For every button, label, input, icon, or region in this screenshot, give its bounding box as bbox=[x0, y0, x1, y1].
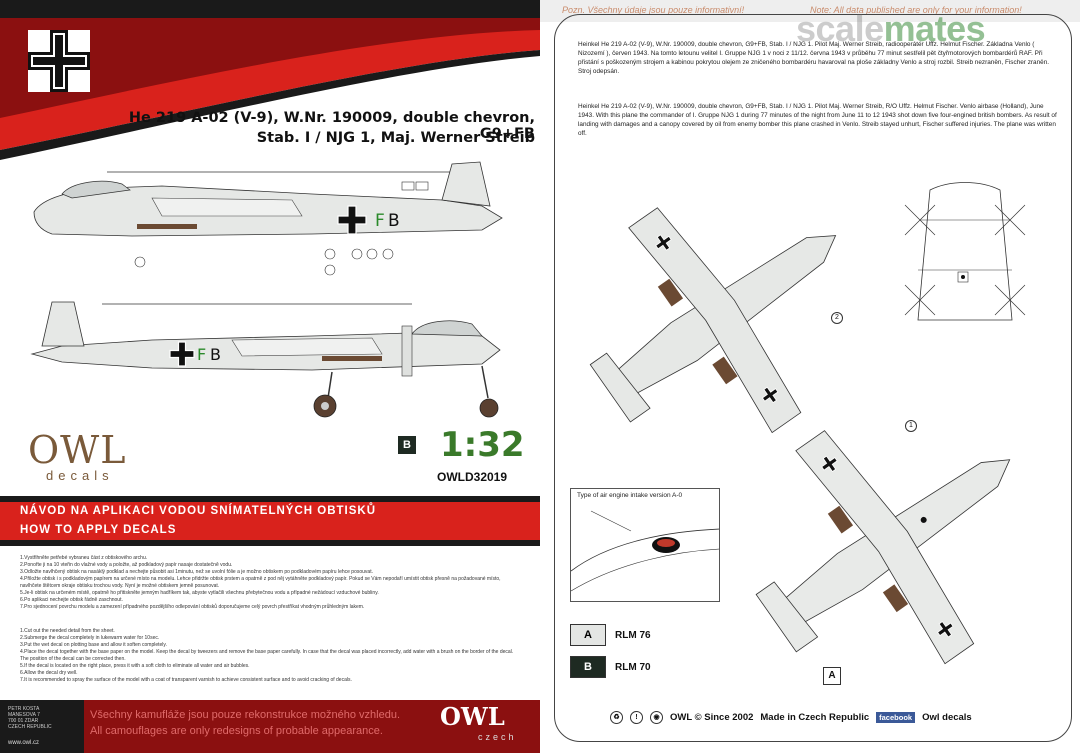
right-footer: ♻ ! ◉ OWL © Since 2002 Made in Czech Rep… bbox=[610, 711, 1050, 724]
legend-row-b: B RLM 70 bbox=[570, 656, 651, 678]
swatch-b: B bbox=[570, 656, 606, 678]
instructions-title-en: HOW TO APPLY DECALS bbox=[20, 524, 177, 536]
balkenkreuz-icon bbox=[28, 30, 90, 92]
footer-fb-name: Owl decals bbox=[922, 712, 972, 723]
bottom-view-plan bbox=[755, 430, 1011, 665]
bottom-view-color-a: A bbox=[823, 667, 841, 685]
instructions-en: 1.Cut out the needed detail from the she… bbox=[20, 628, 514, 683]
swatch-a: A bbox=[570, 624, 606, 646]
aircraft-title: He 219 A-02 (V-9), W.Nr. 190009, double … bbox=[128, 110, 535, 142]
logo-word: OWL bbox=[28, 428, 127, 472]
facebook-icon: facebook bbox=[876, 712, 916, 723]
note-cz: Pozn. Všechny údaje jsou pouze informati… bbox=[562, 5, 745, 15]
warning-icon: ! bbox=[630, 711, 643, 724]
owl-icon: ◉ bbox=[650, 711, 663, 724]
callout-1: 1 bbox=[905, 420, 917, 432]
footer-address: PETR KOSTA MANESOVA 7 700 01 ZDAR CZECH … bbox=[8, 706, 52, 730]
lower-code-f: F bbox=[197, 345, 206, 364]
legend-row-a: A RLM 76 bbox=[570, 624, 651, 646]
note-en: Note: All data published are only for yo… bbox=[810, 5, 1022, 15]
legend-label-b: RLM 70 bbox=[615, 661, 651, 673]
side-code-b: B bbox=[388, 211, 400, 231]
scale-label: 1:32 bbox=[440, 425, 525, 465]
right-page: Pozn. Všechny údaje jsou pouze informati… bbox=[540, 0, 1080, 753]
unit-title: Stab. I / NJG 1, Maj. Werner Streib bbox=[256, 130, 535, 146]
instructions-title-cz: NÁVOD NA APLIKACI VODOU SNÍMATELNÝCH OBT… bbox=[20, 505, 376, 517]
footer-url: www.owl.cz bbox=[8, 740, 40, 746]
footer-logo-sub: czech bbox=[478, 732, 517, 742]
callout-2: 2 bbox=[831, 312, 843, 324]
logo-sub: decals bbox=[46, 468, 114, 483]
intake-label: Type of air engine intake version A-0 bbox=[577, 492, 683, 499]
footer-address-block bbox=[0, 700, 84, 753]
recycle-icon: ♻ bbox=[610, 711, 623, 724]
footer-band bbox=[0, 700, 540, 753]
product-code: OWLD32019 bbox=[437, 470, 508, 484]
lower-code-b: B bbox=[210, 345, 221, 364]
intake-detail-box: Type of air engine intake version A-0 bbox=[570, 488, 720, 602]
instructions-banner bbox=[0, 496, 540, 546]
side-profile-right: F B bbox=[33, 161, 503, 276]
page-frame bbox=[554, 14, 1072, 742]
footer-made: Made in Czech Republic bbox=[760, 712, 870, 723]
footer-logo: OWL bbox=[440, 702, 505, 731]
header-banner bbox=[0, 0, 540, 160]
left-page: He 219 A-02 (V-9), W.Nr. 190009, double … bbox=[0, 0, 540, 753]
history-cz: Heinkel He 219 A-02 (V-9), W.Nr. 190009,… bbox=[578, 41, 1050, 75]
top-view-plan bbox=[589, 207, 837, 434]
owl-logo: OWL decals bbox=[28, 428, 127, 483]
history-en: Heinkel He 219 A-02 (V-9), W.Nr. 190009,… bbox=[578, 103, 1057, 137]
legend-label-a: RLM 76 bbox=[615, 629, 651, 641]
note-bar bbox=[540, 0, 1080, 22]
footer-note-cz: Všechny kamufláže jsou pouze rekonstrukc… bbox=[90, 709, 401, 721]
color-callout-b: B bbox=[398, 436, 416, 454]
side-code-f: F bbox=[375, 211, 385, 231]
side-profile-left: F B bbox=[30, 301, 501, 418]
instructions-cz: 1.Vystřihněte petřebé vybraneu část z ob… bbox=[20, 555, 501, 610]
intake-drawing bbox=[571, 510, 719, 592]
watermark: scalemates bbox=[796, 8, 986, 49]
footer-brand: OWL © Since 2002 bbox=[670, 712, 754, 723]
canopy-detail bbox=[904, 182, 1026, 321]
footer-note-en: All camouflages are only redesigns of pr… bbox=[90, 725, 383, 737]
